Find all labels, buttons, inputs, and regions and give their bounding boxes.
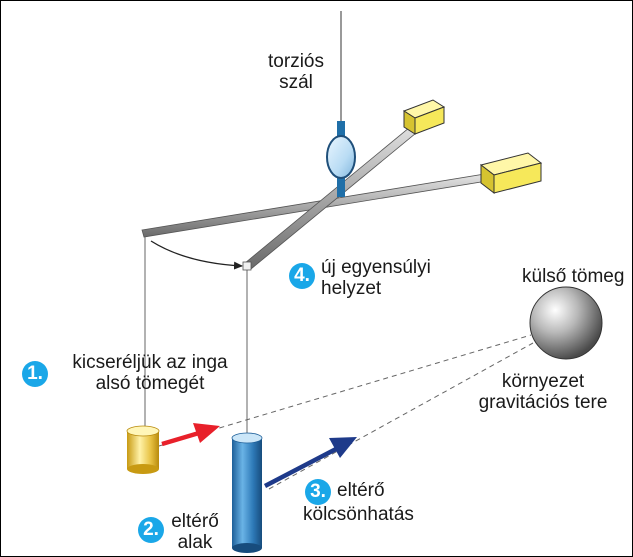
badge-3: 3. bbox=[305, 479, 331, 505]
external-mass-sphere bbox=[529, 286, 603, 360]
different-interaction-label-2: kölcsönhatás bbox=[303, 504, 414, 525]
gold-cylinder bbox=[126, 425, 160, 474]
badge-1: 1. bbox=[22, 361, 48, 387]
red-arrow bbox=[161, 423, 220, 447]
new-equilibrium-label: új egyensúlyi helyzet bbox=[321, 257, 431, 299]
external-mass-label: külső tömeg bbox=[522, 266, 625, 287]
different-interaction-label-1: eltérő bbox=[337, 480, 385, 501]
yellow-mass-top bbox=[402, 99, 446, 135]
fiber-rod-upper bbox=[337, 121, 345, 143]
replace-mass-label: kicseréljük az inga alsó tömegét bbox=[72, 352, 228, 394]
dashed-line-upper bbox=[158, 334, 532, 447]
fiber-rod-lower bbox=[337, 169, 345, 197]
blue-arrow bbox=[263, 437, 357, 488]
environment-field-label: környezet gravitációs tere bbox=[478, 371, 608, 413]
torsion-fiber-label: torziós szál bbox=[268, 51, 324, 93]
mirror bbox=[326, 135, 356, 179]
rotation-arrow bbox=[150, 240, 243, 270]
badge-2: 2. bbox=[138, 517, 164, 543]
different-shape-label: eltérő alak bbox=[171, 511, 219, 553]
badge-4: 4. bbox=[289, 263, 315, 289]
beam-end-cap bbox=[242, 261, 252, 271]
dashed-line-lower bbox=[268, 342, 534, 490]
yellow-mass-right bbox=[479, 152, 543, 195]
blue-cylinder bbox=[231, 432, 263, 553]
